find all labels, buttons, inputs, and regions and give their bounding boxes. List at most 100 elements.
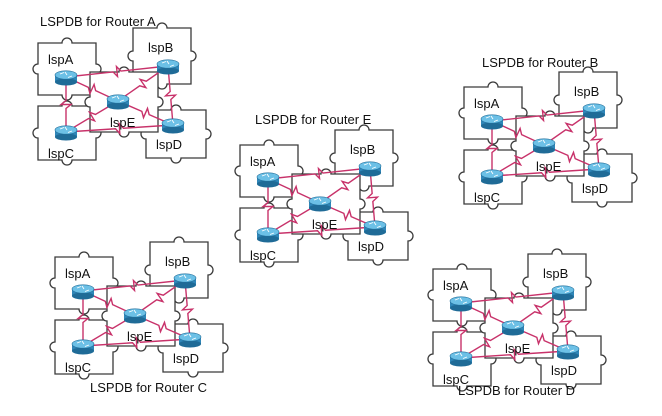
link-line — [491, 120, 545, 146]
link-line — [65, 64, 169, 79]
link-line — [59, 77, 73, 132]
link-line — [543, 109, 595, 146]
router-icon — [556, 344, 580, 360]
router-label-lspa: lspA — [474, 96, 500, 111]
link-line — [454, 303, 468, 358]
link-line — [485, 121, 499, 176]
link-line — [460, 347, 569, 362]
link-line — [82, 278, 186, 293]
link-line — [589, 109, 604, 170]
router-icon — [178, 332, 202, 348]
link-line — [558, 291, 573, 352]
router-label-lspb: lspB — [165, 254, 190, 269]
link-line — [460, 326, 514, 359]
router-icon — [551, 285, 575, 301]
router-icon — [71, 339, 95, 355]
router-icon — [71, 284, 95, 300]
link-line — [491, 165, 600, 180]
link-line — [82, 335, 191, 350]
lspdb-router-a: lspA lspB lspE lspC lspD — [32, 22, 212, 166]
lspdb-router-d: lspA lspB lspE lspC lspD — [427, 248, 607, 392]
router-icon — [173, 273, 197, 289]
router-icon — [449, 351, 473, 367]
router-label-lspc: lspC — [443, 372, 469, 387]
router-icon — [363, 220, 387, 236]
link-line — [117, 100, 174, 126]
router-label-lspb: lspB — [148, 40, 173, 55]
link-line — [117, 65, 169, 102]
link-line — [65, 121, 174, 136]
link-line — [512, 326, 569, 352]
router-label-lspe: lspE — [536, 159, 562, 174]
router-label-lspd: lspD — [582, 181, 608, 196]
link-line — [319, 167, 371, 204]
router-icon — [256, 227, 280, 243]
link-line — [82, 314, 136, 347]
router-icon — [480, 169, 504, 185]
router-label-lspd: lspD — [551, 363, 577, 378]
link-line — [319, 202, 376, 228]
router-icon — [582, 103, 606, 119]
router-icon — [156, 59, 180, 75]
router-label-lspe: lspE — [312, 217, 338, 232]
router-label-lspd: lspD — [358, 239, 384, 254]
link-line — [267, 202, 321, 235]
router-label-lspe: lspE — [505, 341, 531, 356]
router-label-lspb: lspB — [350, 142, 375, 157]
link-line — [267, 223, 376, 238]
router-icon — [308, 196, 332, 212]
link-line — [267, 178, 321, 204]
router-label-lspa: lspA — [443, 278, 469, 293]
router-label-lspa: lspA — [48, 52, 74, 67]
router-icon — [532, 138, 556, 154]
link-line — [512, 291, 564, 328]
router-label-lspc: lspC — [65, 360, 91, 375]
router-label-lspb: lspB — [543, 266, 568, 281]
router-icon — [161, 118, 185, 134]
router-icon — [123, 308, 147, 324]
router-label-lspc: lspC — [250, 248, 276, 263]
router-label-lspc: lspC — [474, 190, 500, 205]
link-line — [134, 279, 186, 316]
router-icon — [54, 125, 78, 141]
lspdb-router-b: lspA lspB lspE lspC lspD — [458, 66, 638, 210]
router-label-lspa: lspA — [65, 266, 91, 281]
link-line — [163, 65, 178, 126]
router-icon — [501, 320, 525, 336]
lspdb-router-e: lspA lspB lspE lspC lspD — [234, 124, 414, 268]
lspdb-router-c: lspA lspB lspE lspC lspD — [49, 236, 229, 380]
lspdb-title: LSPDB for Router C — [90, 380, 207, 395]
link-line — [180, 279, 195, 340]
lspdb-title: LSPDB for Router E — [255, 112, 372, 127]
link-line — [76, 291, 90, 346]
router-label-lspc: lspC — [48, 146, 74, 161]
link-line — [65, 100, 119, 133]
router-label-lspd: lspD — [173, 351, 199, 366]
router-label-lspd: lspD — [156, 137, 182, 152]
lspdb-title: LSPDB for Router D — [458, 383, 575, 398]
lspdb-title: LSPDB for Router A — [40, 14, 156, 29]
router-icon — [256, 172, 280, 188]
lspdb-title: LSPDB for Router B — [482, 55, 598, 70]
router-icon — [587, 162, 611, 178]
router-label-lspa: lspA — [250, 154, 276, 169]
router-label-lspb: lspB — [574, 84, 599, 99]
link-line — [261, 179, 275, 234]
link-line — [460, 290, 564, 305]
link-line — [365, 167, 380, 228]
link-line — [491, 144, 545, 177]
link-line — [491, 108, 595, 123]
link-line — [460, 302, 514, 328]
router-icon — [54, 70, 78, 86]
router-label-lspe: lspE — [127, 329, 153, 344]
router-icon — [449, 296, 473, 312]
router-icon — [480, 114, 504, 130]
link-line — [543, 144, 600, 170]
link-line — [65, 76, 119, 102]
link-line — [82, 290, 136, 316]
router-icon — [106, 94, 130, 110]
link-line — [134, 314, 191, 340]
link-line — [267, 166, 371, 181]
router-label-lspe: lspE — [110, 115, 136, 130]
